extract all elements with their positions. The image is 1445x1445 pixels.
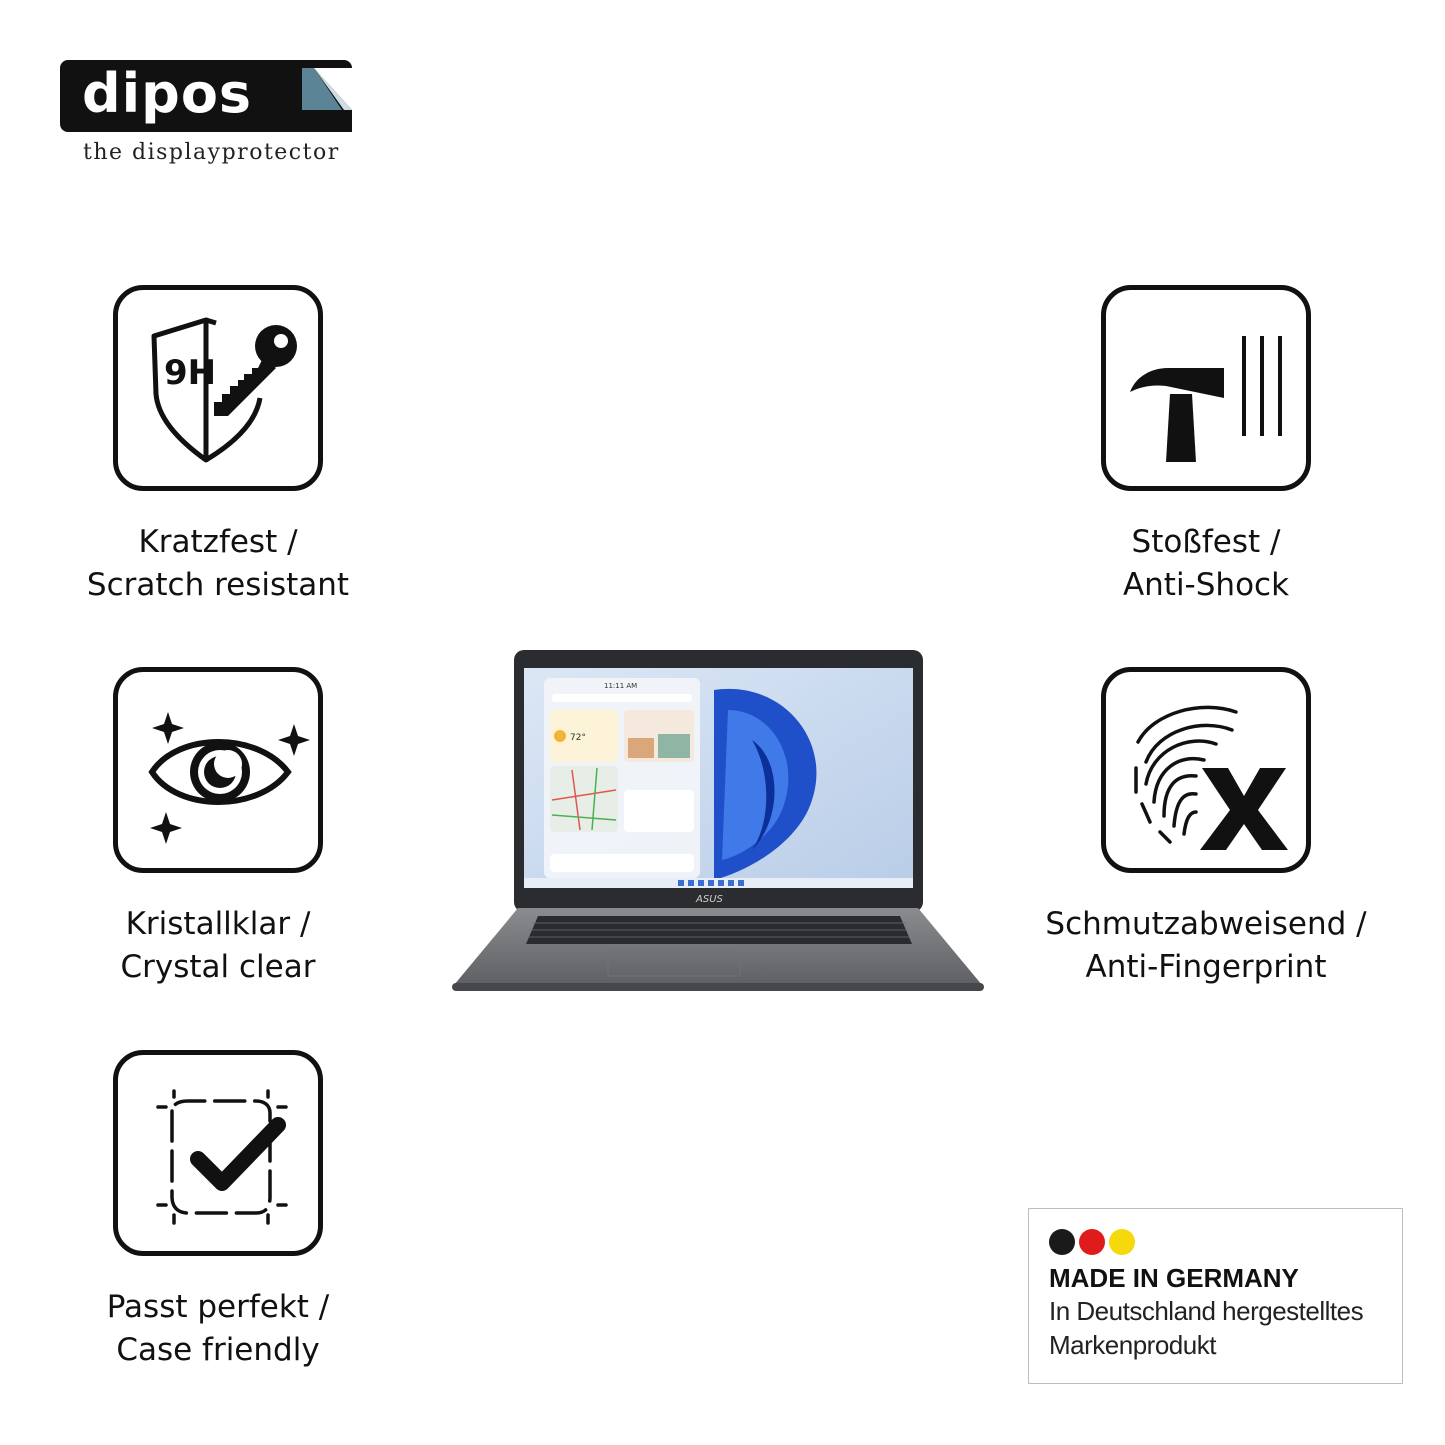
- feature-icon-box: [113, 667, 323, 873]
- feature-icon-box: [1101, 285, 1311, 491]
- feature-label-de: Stoßfest /: [1131, 524, 1281, 560]
- feature-label-de: Passt perfekt /: [106, 1289, 330, 1325]
- feature-label-en: Scratch resistant: [86, 567, 350, 603]
- fingerprint-x-icon: [1134, 705, 1288, 850]
- feature-label-en: Crystal clear: [120, 949, 316, 985]
- feature-icon-box: 9H: [113, 285, 323, 491]
- flag-dot-black: [1049, 1229, 1075, 1255]
- hardness-badge: 9H: [164, 353, 216, 393]
- eye-sparkle-icon: [148, 712, 310, 844]
- laptop-image: 11:11 AM 72° ASUS: [452, 650, 984, 991]
- made-in-germany-title: MADE IN GERMANY: [1049, 1263, 1299, 1293]
- feature-anti-fingerprint: Schmutzabweisend / Anti-Fingerprint: [1021, 667, 1391, 989]
- laptop-touchpad: [607, 951, 741, 977]
- feature-label-de: Kristallklar /: [125, 906, 311, 942]
- feature-crystal-clear: Kristallklar / Crystal clear: [53, 667, 383, 989]
- feature-label-en: Anti-Shock: [1122, 567, 1290, 603]
- feature-icon-box: [1101, 667, 1311, 873]
- feature-label-de: Kratzfest /: [138, 524, 298, 560]
- flag-dot-red: [1079, 1229, 1105, 1255]
- weather-temp: 72°: [570, 733, 586, 743]
- shield-key-icon: 9H: [151, 317, 297, 463]
- screen-clock: 11:11 AM: [604, 682, 637, 690]
- feature-case-friendly: Passt perfekt / Case friendly: [53, 1050, 383, 1372]
- feature-anti-shock: Stoßfest / Anti-Shock: [1041, 285, 1371, 607]
- weather-widget: [550, 710, 618, 762]
- feature-label-en: Case friendly: [116, 1332, 320, 1368]
- checkmark-frame-icon: [156, 1089, 288, 1225]
- logo-tagline: the displayprotector: [83, 140, 340, 165]
- logo-corner-icon: [300, 60, 352, 132]
- watchlist-widget: [624, 790, 694, 832]
- made-in-germany-line1: In Deutschland hergestelltes: [1049, 1296, 1364, 1326]
- logo-wordmark: dipos: [82, 62, 253, 125]
- laptop-brand: ASUS: [695, 894, 724, 905]
- flag-dot-gold: [1109, 1229, 1135, 1255]
- feature-label-en: Anti-Fingerprint: [1085, 949, 1327, 985]
- hammer-icon: [1130, 336, 1282, 462]
- made-in-germany-line2: Markenprodukt: [1049, 1330, 1216, 1360]
- feature-scratch-resistant: 9H Kratzfest / Scratch resistant: [53, 285, 383, 607]
- feature-label-de: Schmutzabweisend /: [1045, 906, 1367, 942]
- made-in-germany-badge: MADE IN GERMANY In Deutschland hergestel…: [1028, 1208, 1403, 1384]
- feature-icon-box: [113, 1050, 323, 1256]
- german-flag-dots: [1049, 1229, 1402, 1255]
- dipos-logo: dipos the displayprotector: [60, 60, 355, 175]
